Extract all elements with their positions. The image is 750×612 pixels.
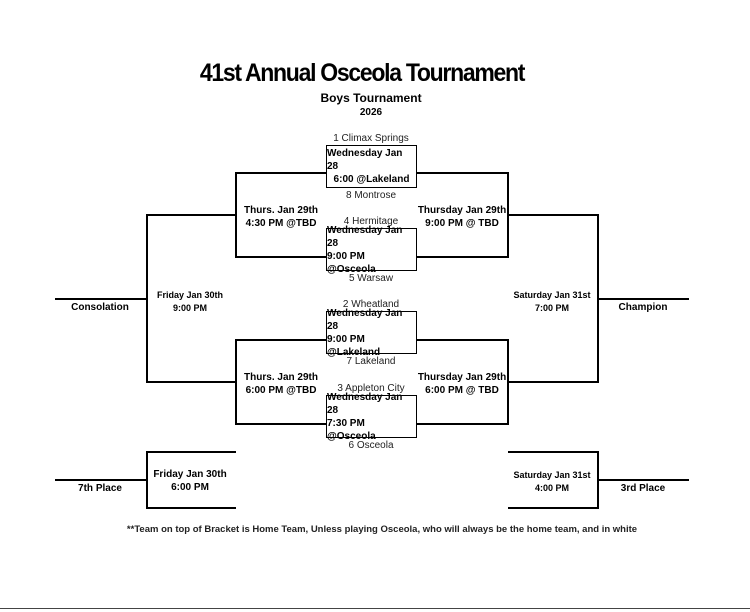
- win-bot-day: Thursday Jan 29th: [417, 372, 507, 383]
- game-4-time: 7:30 PM @Osceola: [327, 417, 376, 442]
- win-top-time: 9:00 PM @ TBD: [425, 218, 499, 229]
- championship-info: Saturday Jan 31st 7:00 PM: [513, 289, 590, 315]
- consolation-time: 9:00 PM: [172, 303, 207, 313]
- third-place-label: 3rd Place: [620, 483, 666, 494]
- line: [235, 339, 326, 341]
- tournament-subtitle: Boys Tournament: [320, 91, 422, 105]
- line: [146, 507, 236, 509]
- cons-bot-info: Thurs. Jan 29th 6:00 PM @TBD: [244, 371, 318, 397]
- line: [235, 256, 326, 258]
- tournament-title: 41st Annual Osceola Tournament: [199, 59, 526, 87]
- line: [597, 214, 599, 383]
- third-time: 4:00 PM: [534, 483, 570, 493]
- game-box-3: Wednesday Jan 28 9:00 PM @Lakeland: [326, 308, 417, 358]
- team-label-2: 2 Wheatland: [342, 299, 400, 310]
- game-box-1: Wednesday Jan 28 6:00 @Lakeland: [326, 145, 417, 188]
- win-top-day: Thursday Jan 29th: [417, 205, 507, 216]
- line: [146, 214, 148, 383]
- line: [417, 256, 508, 258]
- line: [598, 479, 689, 481]
- championship-day: Saturday Jan 31st: [513, 290, 591, 300]
- team-label-7: 7 Lakeland: [346, 356, 396, 367]
- line: [146, 214, 236, 216]
- team-label-1: 1 Climax Springs: [333, 133, 409, 144]
- line: [597, 451, 599, 509]
- team-label-5: 5 Warsaw: [348, 273, 394, 284]
- home-team-footnote: **Team on top of Bracket is Home Team, U…: [126, 524, 638, 535]
- line: [507, 172, 509, 258]
- third-day: Saturday Jan 31st: [513, 470, 591, 480]
- line: [235, 423, 326, 425]
- team-label-6: 6 Osceola: [348, 440, 394, 451]
- consolation-info: Friday Jan 30th 9:00 PM: [157, 289, 223, 315]
- line: [146, 451, 148, 509]
- win-bot-info: Thursday Jan 29th 6:00 PM @ TBD: [418, 371, 506, 397]
- game-box-2: Wednesday Jan 28 9:00 PM @Osceola: [326, 225, 417, 275]
- page-bottom-edge: [0, 608, 750, 609]
- win-bot-time: 6:00 PM @ TBD: [425, 385, 499, 396]
- line: [598, 298, 689, 300]
- champion-label: Champion: [618, 302, 668, 313]
- seventh-place-label: 7th Place: [78, 483, 122, 494]
- line: [55, 298, 146, 300]
- line: [508, 507, 598, 509]
- team-label-8: 8 Montrose: [345, 190, 397, 201]
- seventh-day: Friday Jan 30th: [153, 469, 227, 480]
- line: [508, 214, 598, 216]
- game-4-day: Wednesday Jan 28: [327, 391, 403, 416]
- cons-bot-time: 6:00 PM @TBD: [245, 385, 317, 396]
- line: [235, 172, 326, 174]
- championship-time: 7:00 PM: [534, 303, 570, 313]
- line: [55, 479, 146, 481]
- game-1-day: Wednesday Jan 28: [327, 148, 403, 172]
- tournament-year: 2026: [359, 107, 383, 118]
- consolation-label: Consolation: [71, 302, 129, 313]
- seventh-time: 6:00 PM: [171, 482, 209, 493]
- third-info: Saturday Jan 31st 4:00 PM: [513, 469, 590, 495]
- cons-bot-day: Thurs. Jan 29th: [244, 372, 318, 383]
- game-3-time: 9:00 PM @Lakeland: [327, 333, 381, 358]
- cons-top-time: 4:30 PM @TBD: [245, 218, 317, 229]
- line: [146, 381, 236, 383]
- line: [146, 451, 236, 453]
- game-3-day: Wednesday Jan 28: [327, 307, 403, 332]
- line: [417, 423, 508, 425]
- cons-top-info: Thurs. Jan 29th 4:30 PM @TBD: [244, 204, 318, 230]
- line: [508, 451, 598, 453]
- seventh-info: Friday Jan 30th 6:00 PM: [153, 468, 226, 494]
- consolation-day: Friday Jan 30th: [156, 290, 224, 300]
- game-box-4: Wednesday Jan 28 7:30 PM @Osceola: [326, 392, 417, 442]
- game-2-time: 9:00 PM @Osceola: [327, 250, 376, 275]
- team-label-4: 4 Hermitage: [343, 216, 399, 227]
- line: [417, 172, 508, 174]
- win-top-info: Thursday Jan 29th 9:00 PM @ TBD: [418, 204, 506, 230]
- game-1-time: 6:00 @Lakeland: [333, 174, 410, 185]
- line: [507, 339, 509, 425]
- team-label-3: 3 Appleton City: [337, 383, 405, 394]
- line: [508, 381, 598, 383]
- line: [417, 339, 508, 341]
- game-2-day: Wednesday Jan 28: [327, 224, 403, 249]
- cons-top-day: Thurs. Jan 29th: [244, 205, 318, 216]
